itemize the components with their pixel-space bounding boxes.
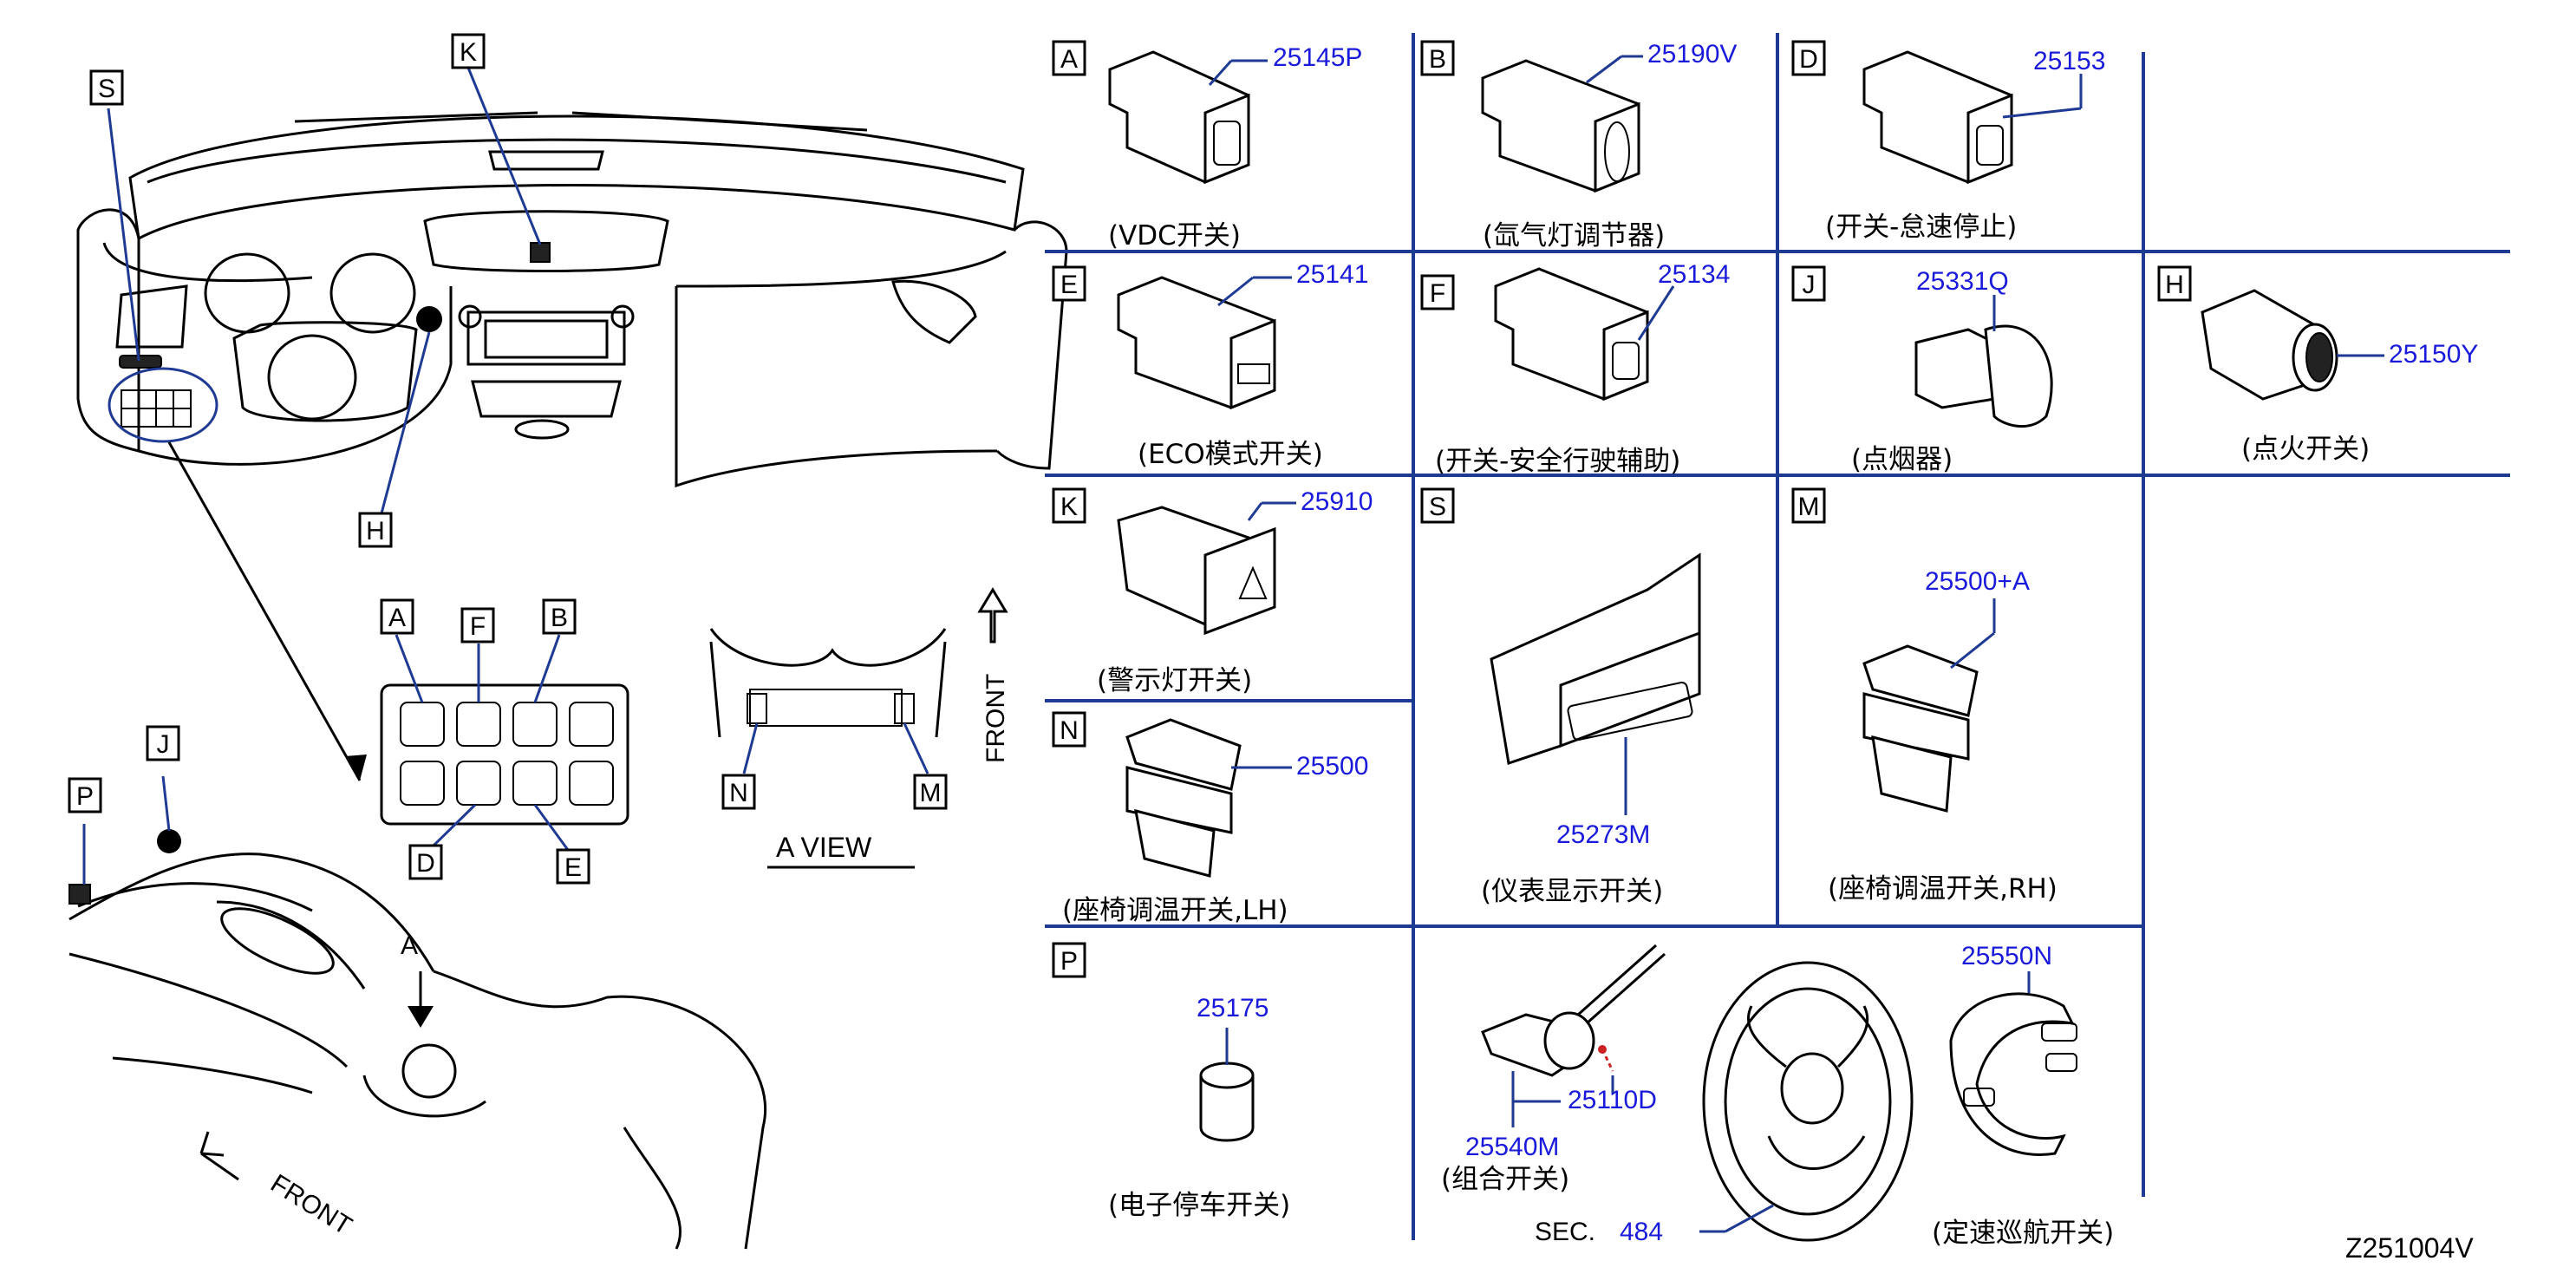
panel-a-part-number: 25145P xyxy=(1273,43,1362,72)
panel-grid xyxy=(1045,33,2510,1240)
letter-d: D xyxy=(416,849,435,878)
panel-m-letter: M xyxy=(1798,493,1820,521)
panel-n-letter: N xyxy=(1060,716,1079,745)
front-label-side: FRONT xyxy=(981,674,1010,763)
cruise-part-number: 25550N xyxy=(1961,942,2052,970)
panel-b-letter: B xyxy=(1429,45,1446,74)
panel-h-part-number: 25150Y xyxy=(2389,340,2478,369)
panel-f-part-number: 25134 xyxy=(1658,260,1730,289)
panel-s: S 25273M (仪表显示开关) xyxy=(1420,487,1701,907)
panel-p-part-number: 25175 xyxy=(1197,994,1268,1022)
panel-d-part-number: 25153 xyxy=(2033,47,2105,75)
letter-f: F xyxy=(470,612,486,641)
letter-k: K xyxy=(460,38,477,67)
letter-p: P xyxy=(76,782,94,811)
panel-s-letter: S xyxy=(1429,493,1446,521)
panel-h-caption: (点火开关) xyxy=(2241,434,2370,465)
panel-b-caption: (氙气灯调节器) xyxy=(1483,220,1665,252)
panel-e-letter: E xyxy=(1060,271,1078,299)
letter-box-e: E xyxy=(556,848,590,885)
letter-box-f: F xyxy=(460,607,495,644)
panel-e-caption: (ECO模式开关) xyxy=(1138,439,1323,470)
letter-box-n: N xyxy=(721,774,756,810)
panel-n-caption: (座椅调温开关,LH) xyxy=(1062,895,1288,926)
panel-n-part-number: 25500 xyxy=(1296,752,1368,781)
panel-p-letter: P xyxy=(1060,947,1078,976)
panel-m: M 25500+A (座椅调温开关,RH) xyxy=(1791,487,2058,905)
panel-a-caption: (VDC开关) xyxy=(1108,220,1241,252)
dashboard-illustration xyxy=(76,111,1068,488)
panel-b-part-number: 25190V xyxy=(1647,40,1737,69)
letter-n: N xyxy=(729,779,748,807)
panel-d-letter: D xyxy=(1799,45,1818,74)
panel-f: F 25134 (开关-安全行驶辅助) xyxy=(1420,260,1730,477)
panel-k-caption: (警示灯开关) xyxy=(1097,665,1252,696)
panel-p: P 25175 (电子停车开关) xyxy=(1052,942,1290,1221)
panel-s-part-number: 25273M xyxy=(1556,820,1650,849)
panel-h-letter: H xyxy=(2165,271,2184,299)
letter-m: M xyxy=(920,779,942,807)
panel-k: K 25910 (警示灯开关) xyxy=(1052,487,1373,696)
letter-e: E xyxy=(564,853,582,882)
panel-j-part-number: 25331Q xyxy=(1916,267,2009,296)
panel-k-letter: K xyxy=(1060,493,1078,521)
letter-box-j: J xyxy=(146,725,180,761)
panel-e: E 25141 (ECO模式开关) xyxy=(1052,260,1368,470)
panel-a-letter: A xyxy=(1060,45,1078,74)
a-view-diagram: A VIEW FRONT xyxy=(709,587,1010,869)
letter-box-p: P xyxy=(68,777,102,813)
letter-h: H xyxy=(366,517,385,546)
letter-box-m: M xyxy=(913,774,948,810)
letter-box-k: K xyxy=(451,33,486,69)
view-a-arrow-label: A xyxy=(401,931,418,960)
panel-s-caption: (仪表显示开关) xyxy=(1481,876,1663,907)
panel-m-part-number: 25500+A xyxy=(1925,567,2030,596)
panel-f-letter: F xyxy=(1430,279,1445,308)
panel-e-part-number: 25141 xyxy=(1296,260,1368,289)
panel-j-letter: J xyxy=(1803,271,1816,299)
letter-box-a: A xyxy=(380,598,414,635)
front-label-bottom: FRONT xyxy=(265,1169,356,1241)
panel-m-caption: (座椅调温开关,RH) xyxy=(1828,873,2058,905)
sec-number: 484 xyxy=(1620,1218,1663,1246)
panel-f-caption: (开关-安全行驶辅助) xyxy=(1435,446,1680,477)
combination-switch: 25110D 25540M (组合开关) xyxy=(1441,944,1666,1195)
a-view-title: A VIEW xyxy=(776,832,872,863)
steering-wheel: SEC. 484 xyxy=(1535,961,1914,1246)
panel-h: H 25150Y (点火开关) xyxy=(2157,265,2478,465)
panel-n: N 25500 (座椅调温开关,LH) xyxy=(1052,711,1368,926)
sec-label: SEC. xyxy=(1535,1218,1595,1246)
letter-b: B xyxy=(551,604,568,632)
panel-d-caption: (开关-怠速停止) xyxy=(1825,212,2017,243)
letter-s: S xyxy=(98,75,115,103)
panel-b: B 25190V (氙气灯调节器) xyxy=(1420,40,1737,252)
combo-caption: (组合开关) xyxy=(1441,1164,1569,1195)
letter-a: A xyxy=(388,604,406,632)
panel-j: J 25331Q (点烟器) xyxy=(1791,265,2053,475)
cruise-caption: (定速巡航开关) xyxy=(1932,1218,2114,1249)
panel-p-caption: (电子停车开关) xyxy=(1108,1190,1290,1221)
letter-box-h: H xyxy=(358,512,393,548)
panel-a: A 25145P (VDC开关) xyxy=(1052,40,1362,252)
panel-j-caption: (点烟器) xyxy=(1851,444,1953,475)
combo-part-number-2: 25110D xyxy=(1568,1086,1657,1114)
switch-panel-zoom xyxy=(380,634,629,851)
letter-box-s: S xyxy=(89,69,124,106)
panel-d: D 25153 (开关-怠速停止) xyxy=(1791,40,2105,243)
center-console-illustration xyxy=(68,829,766,1250)
letter-box-d: D xyxy=(408,844,443,880)
combo-part-number-1: 25540M xyxy=(1465,1133,1559,1161)
letter-j: J xyxy=(157,730,170,759)
letter-box-b: B xyxy=(542,598,577,635)
cruise-switch: 25550N (定速巡航开关) xyxy=(1932,942,2114,1249)
diagram-id: Z251004V xyxy=(2345,1232,2474,1264)
panel-k-part-number: 25910 xyxy=(1301,487,1373,516)
